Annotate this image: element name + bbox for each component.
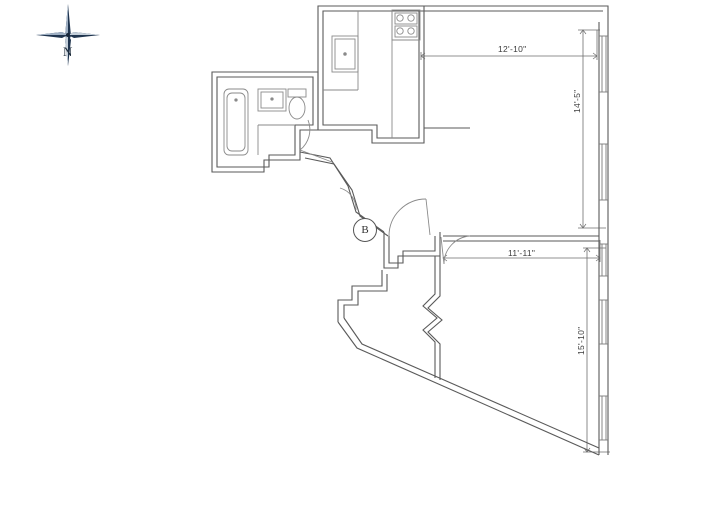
dimension-top-horizontal: 12'-10" <box>498 44 527 54</box>
closet-door-swing-icon <box>440 235 471 265</box>
dimension-right-upper: 14'-5" <box>572 89 582 113</box>
dimension-lines <box>420 29 610 453</box>
toilet-icon <box>287 88 307 120</box>
entry-door-swing-icon <box>388 198 431 237</box>
window-openings <box>599 35 608 441</box>
compass-rose-icon <box>36 4 100 66</box>
vanity-sink-icon <box>257 88 287 112</box>
compass-north-label: N <box>63 44 73 59</box>
dimension-middle-horizontal: 11'-11" <box>508 248 536 258</box>
dimension-right-lower: 15'-10" <box>576 326 586 355</box>
kitchen-fixtures <box>323 9 421 138</box>
hall-door-swing-icon <box>339 187 357 211</box>
bathtub-icon <box>223 88 249 156</box>
bathroom-door-swing-icon <box>299 119 333 163</box>
bathroom-fixtures <box>223 88 333 163</box>
unit-tag-b: B <box>353 218 377 242</box>
door-swings <box>339 187 471 265</box>
cooktop-4-burner-icon <box>391 9 421 41</box>
walls <box>211 5 609 456</box>
